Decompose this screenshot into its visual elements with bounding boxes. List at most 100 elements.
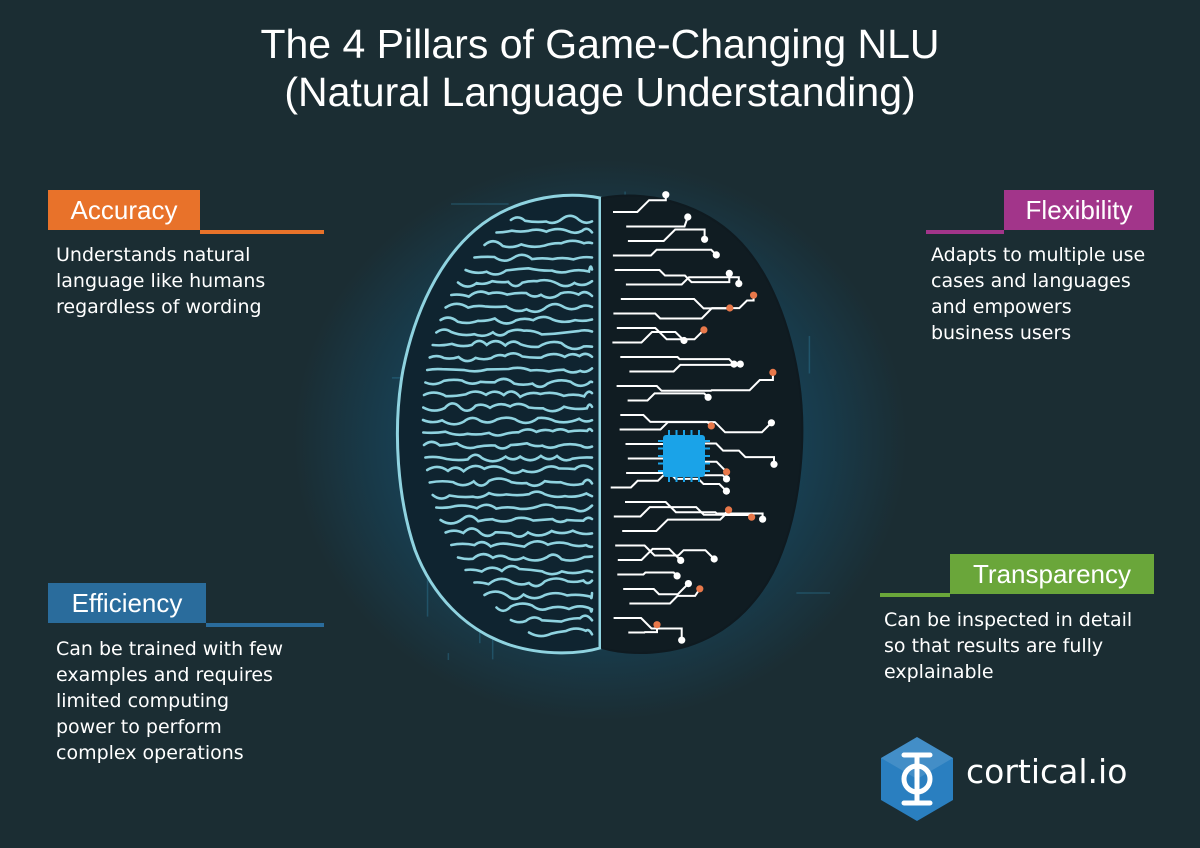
circuit-node [735, 280, 743, 288]
brain-gyrus [444, 302, 594, 314]
circuit-node [722, 475, 731, 483]
brain-gyrus [425, 366, 594, 374]
cpu-chip-icon [658, 430, 710, 482]
circuit-node [725, 269, 733, 277]
pillar-rule-transparency [880, 593, 950, 597]
circuit-trace [625, 501, 764, 520]
brain-gyrus [509, 214, 594, 225]
circuit-trace [628, 624, 658, 634]
circuit-node [684, 213, 692, 221]
circuit-node [759, 515, 767, 523]
circuit-node [767, 419, 775, 427]
pillar-desc-efficiency: Can be trained with few examples and req… [56, 638, 284, 764]
brain-gyrus [422, 390, 594, 399]
brain-gyrus [473, 253, 594, 262]
circuit-node [723, 468, 731, 476]
circuit-node [748, 513, 756, 521]
circuit-trace [613, 617, 683, 641]
circuit-board-icon [601, 191, 804, 654]
brain-gyrus [456, 278, 594, 288]
circuit-node [769, 368, 777, 376]
brain-gyrus [439, 514, 594, 525]
circuit-node [696, 585, 704, 593]
circuit-node [770, 460, 778, 468]
brain-gyrus [428, 477, 594, 487]
circuit-node [701, 235, 709, 243]
brain-right-hemisphere [601, 194, 804, 654]
circuit-node [710, 555, 718, 563]
brain-left-hemisphere [395, 193, 602, 655]
circuit-trace [620, 414, 713, 427]
circuit-node [712, 251, 720, 259]
brain-gyri [421, 214, 594, 638]
circuit-trace [627, 228, 706, 242]
circuit-trace [614, 269, 731, 284]
circuit-node [722, 487, 730, 495]
circuit-node [726, 304, 734, 312]
circuit-node [700, 326, 708, 334]
cortical-hexagon-logo-icon [881, 737, 953, 821]
brain-gyrus [424, 453, 594, 463]
brain-gyrus [450, 540, 594, 549]
circuit-trace [615, 544, 715, 560]
circuit-node [725, 506, 733, 514]
brain-gyrus [421, 416, 594, 426]
brain-gyrus [422, 427, 594, 437]
circuit-node [704, 393, 712, 401]
brain-gyrus [456, 552, 594, 562]
brain-gyrus [431, 339, 594, 351]
circuit-traces [610, 194, 775, 641]
brain-gyrus [495, 602, 594, 613]
circuit-nodes [653, 191, 778, 644]
title-line-2: (Natural Language Understanding) [284, 69, 916, 115]
brain-gyrus [422, 402, 594, 413]
brain-gyrus [428, 352, 594, 363]
pillar-label-flexibility: Flexibility [1004, 190, 1154, 230]
logo-wordmark: cortical.io [966, 752, 1128, 791]
brain-gyrus [424, 377, 594, 389]
brain-circuit-illustration [391, 191, 830, 660]
pillar-rule-flexibility [926, 230, 1004, 234]
pillar-label-accuracy: Accuracy [48, 190, 200, 230]
pillar-desc-transparency: Can be inspected in detail so that resul… [884, 609, 1133, 683]
circuit-node [730, 360, 738, 368]
circuit-node [662, 191, 670, 199]
circuit-node [680, 336, 688, 345]
circuit-node [750, 291, 758, 299]
brain-gyrus [444, 527, 594, 538]
brain-gyrus [464, 265, 594, 276]
brain-gyrus [435, 503, 594, 513]
brain-gyrus [473, 577, 594, 588]
circuit-trace [613, 194, 667, 213]
circuit-trace [612, 331, 685, 344]
brain-gyrus [425, 464, 594, 475]
brain-icon [395, 193, 602, 655]
brain-gyrus [431, 490, 594, 500]
circuit-node [677, 556, 685, 564]
pillar-label-efficiency: Efficiency [48, 583, 206, 623]
page-title: The 4 Pillars of Game-Changing NLU (Natu… [0, 20, 1200, 116]
cpu-chip [663, 435, 705, 477]
circuit-trace [612, 248, 718, 257]
brain-gyrus [450, 290, 594, 300]
circuit-trace [629, 588, 701, 605]
circuit-trace [623, 582, 690, 596]
circuit-node [653, 621, 661, 629]
brain-gyrus [483, 239, 594, 249]
circuit-trace [613, 295, 755, 320]
brain-gyrus [435, 328, 594, 338]
circuit-trace [620, 356, 735, 365]
brain-gyrus [527, 627, 594, 638]
pillar-rule-accuracy [200, 230, 324, 234]
circuit-trace [619, 421, 773, 434]
brain-gyrus [483, 590, 594, 601]
circuit-node [678, 636, 686, 644]
circuit-trace [616, 372, 774, 392]
pillar-rule-efficiency [206, 623, 324, 627]
pillar-desc-accuracy: Understands natural language like humans… [56, 244, 266, 318]
circuit-trace [617, 547, 682, 562]
title-line-1: The 4 Pillars of Game-Changing NLU [260, 21, 940, 67]
circuit-trace [627, 392, 709, 402]
brain-gyrus [439, 315, 594, 325]
